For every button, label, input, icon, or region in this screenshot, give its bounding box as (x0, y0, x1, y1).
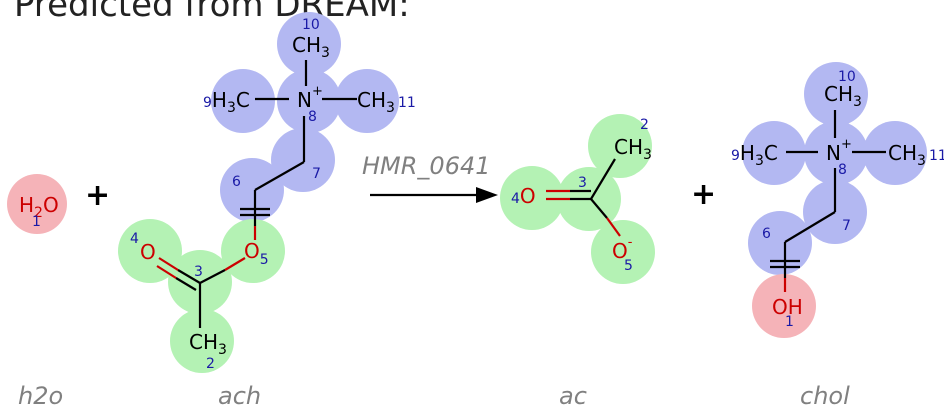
molecule-label-chol[interactable]: chol (800, 382, 850, 408)
atom-ac-o5: O- (612, 235, 633, 263)
highlight-chol-oh (752, 274, 816, 338)
atom-chol-n8: N+ (826, 137, 852, 165)
highlight-ach-c11 (335, 69, 399, 133)
atom-number-ach-6: 6 (232, 174, 241, 190)
highlight-ach-c2 (170, 309, 234, 373)
highlight-chol-n8 (804, 121, 868, 185)
bond-layer (156, 60, 886, 328)
atom-number-chol-1: 1 (785, 314, 794, 330)
highlight-ach-c6 (220, 158, 284, 222)
atom-number-ach-3: 3 (194, 264, 203, 280)
atom-number-ach-8: 8 (308, 109, 317, 125)
highlight-ach-o5 (221, 219, 285, 283)
highlight-ach-n8 (277, 69, 341, 133)
atom-ach-c9: 9H3C (203, 88, 250, 116)
highlight-layer (7, 12, 927, 373)
highlight-chol-c6 (748, 211, 812, 275)
atom-ach-c10: CH3 (292, 33, 330, 61)
highlight-chol-c10 (804, 62, 868, 126)
atom-ach-o5: O5 (244, 239, 269, 268)
atom-number-ac-5: 5 (624, 258, 633, 274)
molecule-label-ach[interactable]: ach (218, 382, 261, 408)
atom-number-chol-7: 7 (842, 218, 851, 234)
highlight-ach-o4 (118, 219, 182, 283)
atom-chol-oh: OH (772, 295, 803, 319)
diagram-title: Predicted from DREAM: (14, 0, 410, 25)
highlight-ac-c2 (588, 114, 652, 178)
atom-ach-n8: N+ (297, 84, 323, 112)
atom-number-chol-8: 8 (838, 162, 847, 178)
atom-chol-c10: CH3 (824, 82, 862, 110)
atom-ac-c2: CH3 (614, 135, 652, 163)
highlight-chol-c9 (742, 121, 806, 185)
molecule-label-h2o[interactable]: h2o (18, 382, 63, 408)
atom-number-ac-2: 2 (640, 117, 649, 133)
reaction-arrowhead (476, 187, 498, 203)
plus-sign-1: + (85, 178, 110, 213)
highlight-ach-c9 (211, 69, 275, 133)
reaction-id-label[interactable]: HMR_0641 (362, 152, 491, 180)
atom-number-ac-3: 3 (578, 175, 587, 191)
atom-ach-o4: O (140, 240, 156, 264)
atom-chol-c9: 9H3C (731, 141, 778, 169)
highlight-ach-c10 (277, 12, 341, 76)
highlight-h2o-o (7, 174, 67, 234)
atom-ach-c2: CH3 (189, 330, 227, 358)
highlight-ac-o4 (500, 166, 564, 230)
atom-number-h2o-1: 1 (32, 214, 41, 230)
atom-number-ach-2: 2 (206, 356, 215, 372)
plus-sign-2: + (691, 177, 716, 212)
highlight-ac-o5 (591, 220, 655, 284)
highlight-chol-c11 (863, 121, 927, 185)
atom-h2o-water: H2O (19, 193, 59, 221)
atom-number-chol-6: 6 (762, 226, 771, 242)
atom-number-ach-7: 7 (312, 166, 321, 182)
molecule-label-ac[interactable]: ac (559, 382, 587, 408)
atom-number-ach-10: 10 (302, 17, 320, 33)
atom-number-chol-10: 10 (838, 69, 856, 85)
atom-number-ach-4: 4 (130, 231, 139, 247)
atom-ac-o4: 4O (511, 184, 536, 208)
